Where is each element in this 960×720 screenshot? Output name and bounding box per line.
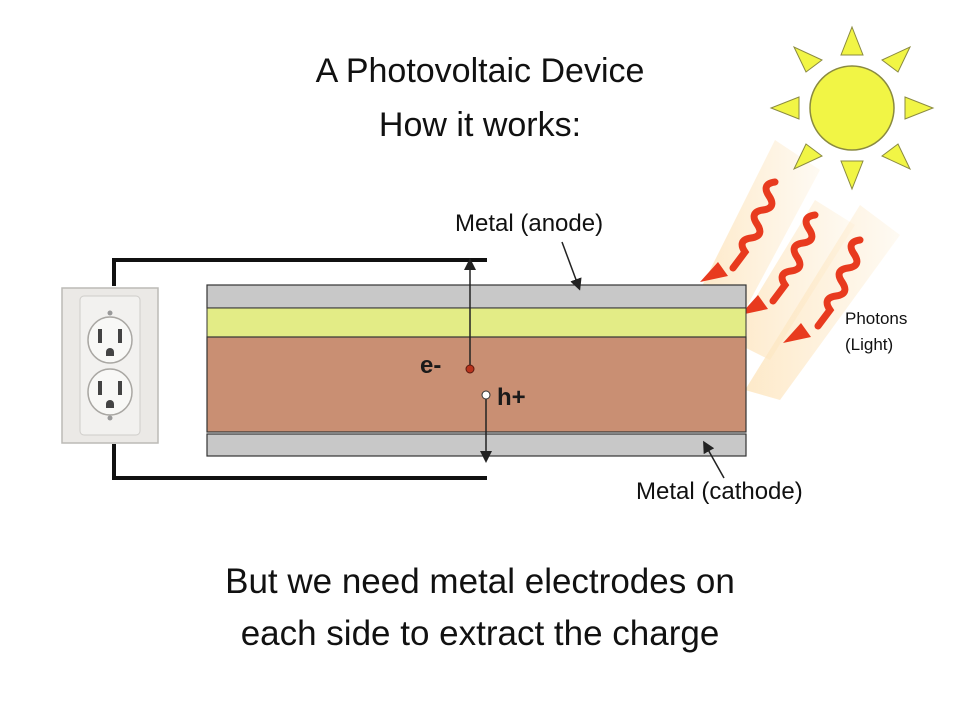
electron-label: e- — [420, 352, 442, 379]
hole-label: h+ — [497, 384, 526, 411]
photon-arrow-1 — [700, 178, 779, 282]
cathode-pointer — [703, 440, 725, 479]
sun-icon — [769, 25, 935, 191]
cathode-label: Metal (cathode) — [636, 478, 803, 505]
anode-layer — [206, 284, 747, 309]
hole-dot — [481, 390, 491, 400]
caption-line-2: each side to extract the charge — [240, 614, 720, 653]
electron-dot — [465, 364, 475, 374]
absorber-layer — [206, 336, 747, 433]
photons-label-line1: Photons — [845, 309, 908, 328]
diagram-subtitle: How it works: — [378, 106, 582, 144]
wall-outlet-icon — [61, 287, 159, 444]
anode-label: Metal (anode) — [455, 210, 604, 237]
diagram-title: A Photovoltaic Device — [315, 52, 645, 90]
photon-arrow-3 — [783, 236, 864, 343]
photons-label: Photons (Light) — [845, 306, 907, 358]
light-beam-3 — [745, 205, 900, 400]
caption-line-1: But we need metal electrodes on — [225, 562, 735, 601]
photons-label-line2: (Light) — [845, 335, 894, 354]
interface-layer — [206, 307, 747, 338]
bottom-wire — [112, 444, 487, 480]
top-wire — [112, 258, 487, 286]
anode-pointer — [561, 241, 582, 291]
photon-arrow-2 — [740, 211, 819, 315]
light-beam-2 — [730, 200, 855, 360]
cathode-layer — [206, 433, 747, 457]
